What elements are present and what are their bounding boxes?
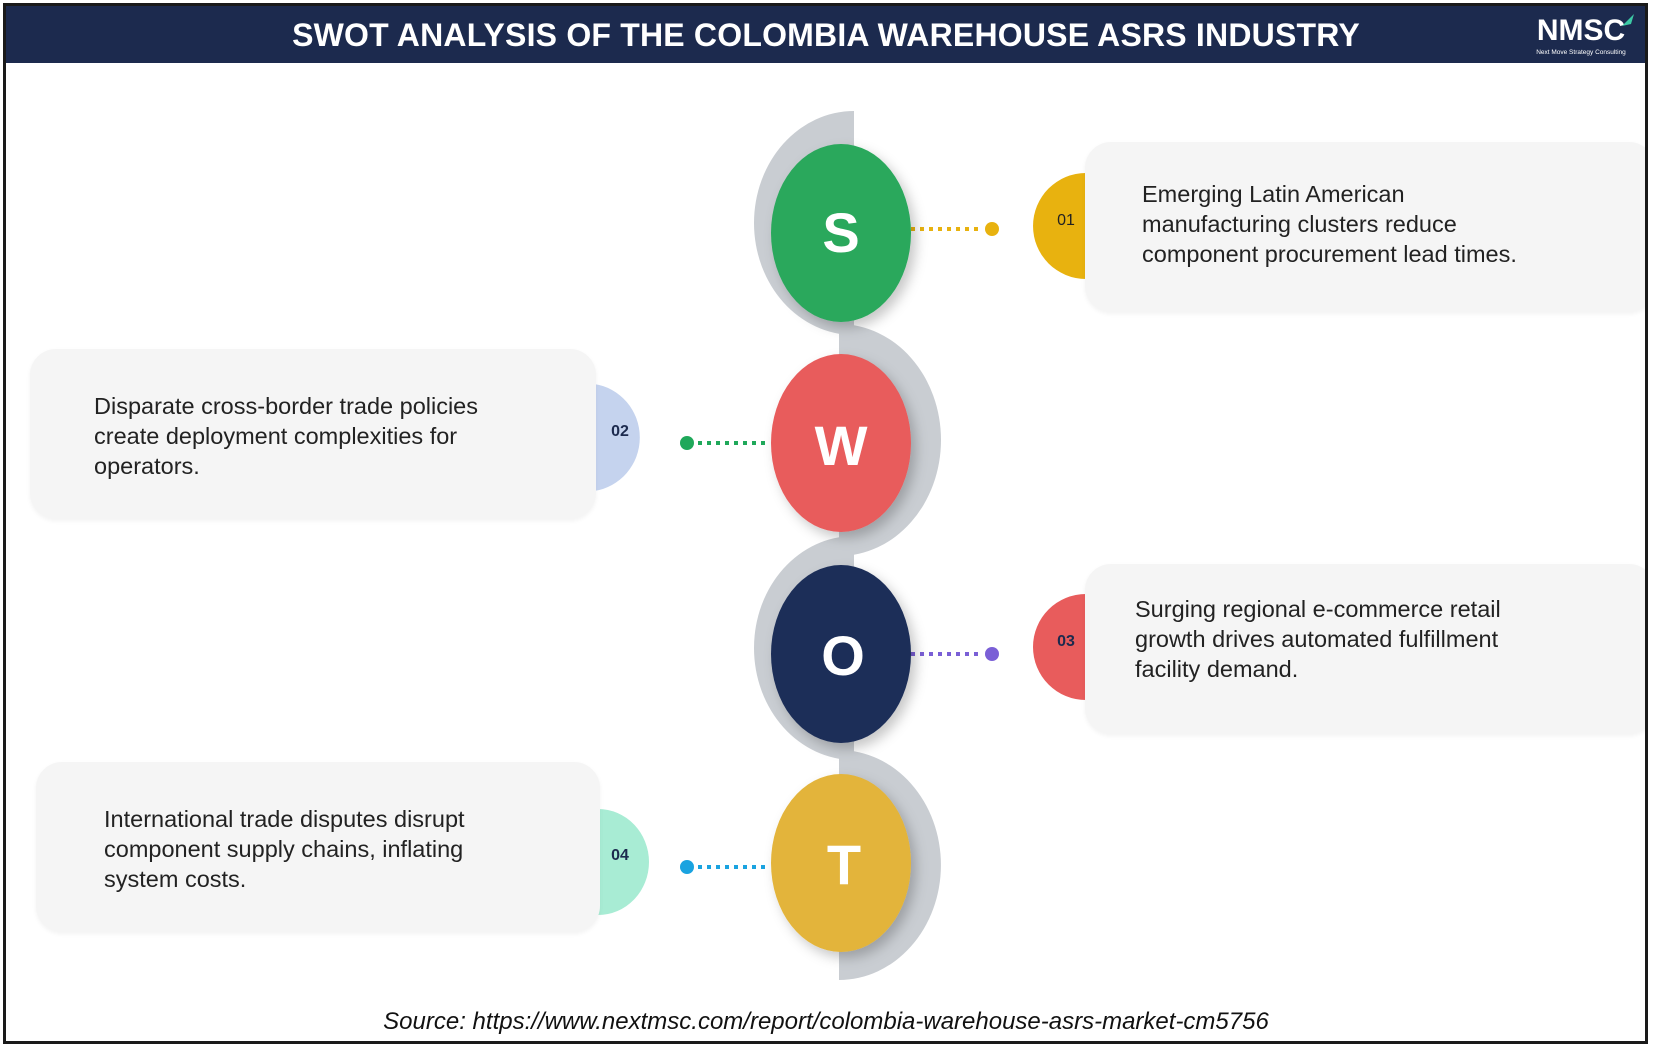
swot-diagram — [594, 111, 1086, 980]
swot-letter-w: W — [814, 414, 868, 477]
logo-text: NMSC — [1536, 14, 1626, 47]
swot-card-threat: International trade disputes disrupt com… — [36, 762, 600, 932]
card-line: growth drives automated fulfillment — [1135, 626, 1499, 652]
card-line: Emerging Latin American — [1142, 181, 1405, 207]
connector-o — [911, 647, 999, 661]
number-label-o: 03 — [1057, 633, 1075, 650]
header-bar: SWOT ANALYSIS OF THE COLOMBIA WAREHOUSE … — [6, 6, 1645, 63]
number-tab-t — [598, 809, 649, 915]
connector-s — [911, 222, 999, 236]
logo-subtitle: Next Move Strategy Consulting — [1536, 49, 1626, 56]
number-label-t: 04 — [611, 847, 629, 864]
card-line: facility demand. — [1135, 656, 1299, 682]
nmsc-logo: NMSC Next Move Strategy Consulting — [1536, 10, 1645, 60]
card-line: component procurement lead times. — [1142, 241, 1517, 267]
number-label-s: 01 — [1057, 212, 1075, 229]
swot-card-opportunity: Surging regional e-commerce retail growt… — [1085, 564, 1645, 734]
swot-letter-t: T — [826, 833, 862, 896]
number-tab-o — [1033, 594, 1086, 700]
number-label-w: 02 — [611, 423, 629, 440]
swot-card-strength: Emerging Latin American manufacturing cl… — [1085, 142, 1645, 312]
card-line: operators. — [94, 453, 200, 479]
connector-dot-s — [985, 222, 999, 236]
card-line: component supply chains, inflating — [104, 836, 464, 862]
card-line: create deployment complexities for — [94, 423, 458, 449]
number-tab-s — [1033, 173, 1086, 279]
swot-card-weakness: Disparate cross-border trade policies cr… — [30, 349, 596, 519]
card-line: system costs. — [104, 866, 247, 892]
card-text-opportunity: Surging regional e-commerce retail growt… — [1135, 594, 1501, 684]
connector-dot-o — [985, 647, 999, 661]
card-line: manufacturing clusters reduce — [1142, 211, 1457, 237]
source-caption: Source: https://www.nextmsc.com/report/c… — [383, 1008, 1269, 1035]
connector-w — [680, 436, 768, 450]
swot-circle-w — [771, 354, 911, 532]
card-line: Surging regional e-commerce retail — [1135, 596, 1501, 622]
page-title: SWOT ANALYSIS OF THE COLOMBIA WAREHOUSE … — [292, 17, 1360, 53]
card-text-strength: Emerging Latin American manufacturing cl… — [1142, 179, 1517, 269]
swot-circle-t — [771, 774, 911, 952]
number-tab-w — [594, 384, 640, 491]
swot-letter-s: S — [822, 201, 860, 264]
connector-dot-w — [680, 436, 694, 450]
card-text-threat: International trade disputes disrupt com… — [104, 804, 465, 894]
card-text-weakness: Disparate cross-border trade policies cr… — [94, 391, 478, 481]
swot-circle-o — [771, 565, 911, 743]
swot-circle-s — [771, 144, 911, 322]
logo-leaf-icon — [1622, 14, 1634, 26]
connector-t — [680, 860, 768, 874]
infographic-frame: SWOT ANALYSIS OF THE COLOMBIA WAREHOUSE … — [3, 3, 1648, 1044]
swot-letter-o: O — [821, 624, 865, 687]
card-line: International trade disputes disrupt — [104, 806, 465, 832]
card-line: Disparate cross-border trade policies — [94, 393, 478, 419]
connector-dot-t — [680, 860, 694, 874]
